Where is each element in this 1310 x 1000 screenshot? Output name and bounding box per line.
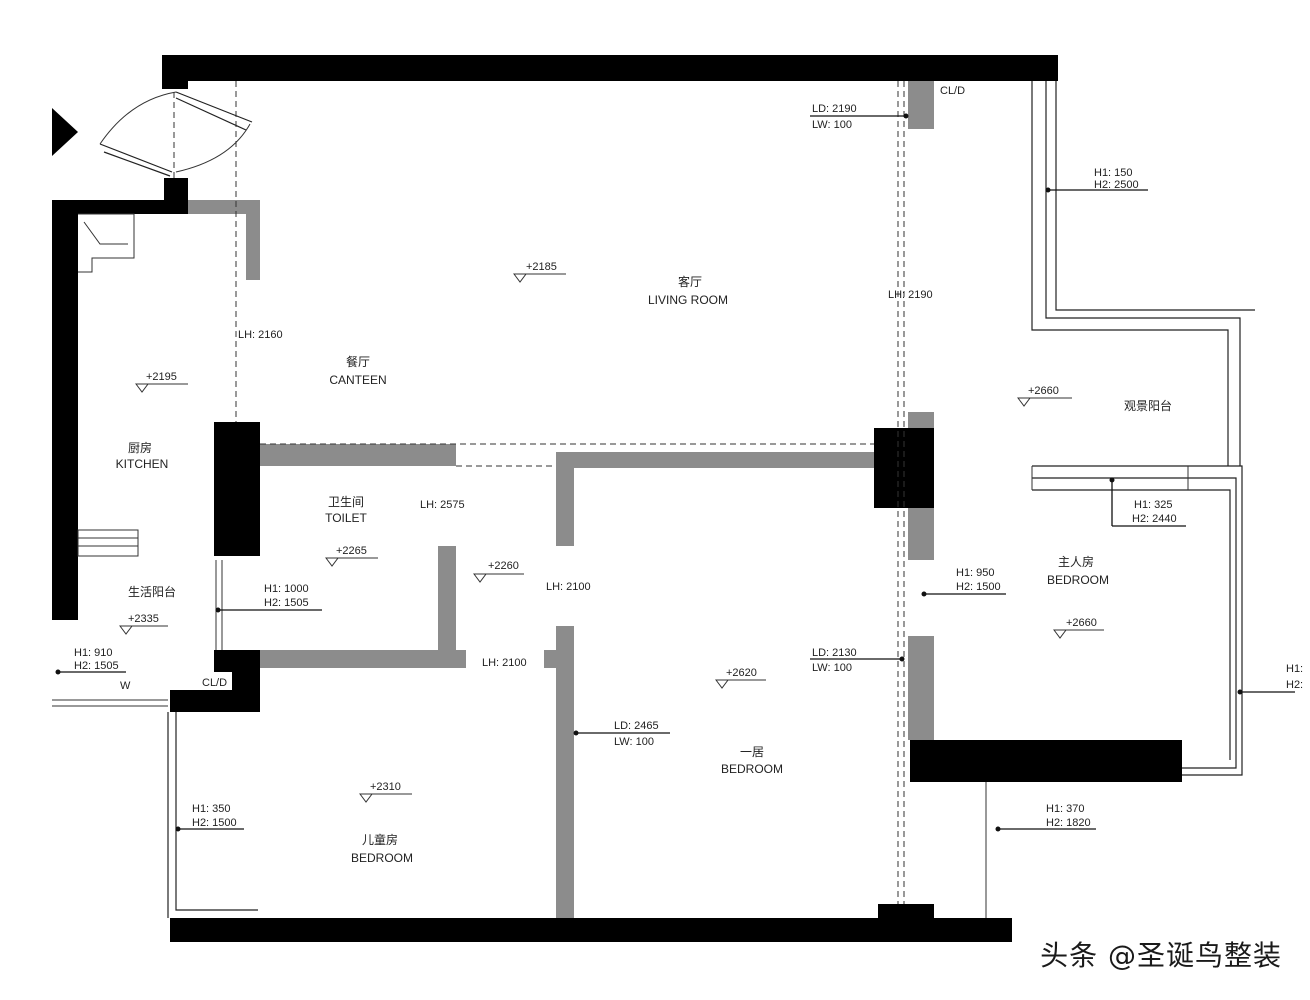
kids-bedroom-cn: 儿童房 [362,832,398,847]
dim-cld-b: CL/D [202,677,227,689]
dim-h2-2440: H2: 2440 [1132,513,1177,525]
dim-h2-1505-b: H2: 1505 [74,660,119,672]
dim-w: W [120,680,131,692]
dim-h2-1820: H2: 1820 [1046,817,1091,829]
dim-lh-2100-a: LH: 2100 [546,581,591,593]
leader-lines [55,113,1295,832]
room-labels: 客厅 LIVING ROOM +2185 餐厅 CANTEEN 厨房 KITCH… [116,261,1172,865]
dim-h1-910: H1: 910 [74,647,113,659]
toilet-en: TOILET [325,511,367,525]
master-bedroom-en: BEDROOM [1047,573,1109,587]
master-bedroom-cn: 主人房 [1058,554,1094,569]
dim-lw-100-a: LW: 100 [812,119,852,131]
dim-h2-1500-a: H2: 1500 [956,581,1001,593]
balcony-level: +2660 [1028,385,1059,397]
dim-h1-150: H1: 150 [1094,167,1133,179]
master-bedroom-level: +2660 [1066,617,1097,629]
dim-lh-2190: LH: 2190 [888,289,933,301]
door-swing-icon [99,91,253,177]
balcony-outline [52,81,1255,918]
living-room-cn: 客厅 [678,274,702,289]
balcony-cn: 观景阳台 [1124,398,1172,413]
bedroom-en: BEDROOM [721,762,783,776]
bedroom-cn: 一居 [740,745,764,759]
dimension-labels: LD: 2190 LW: 100 H1: 150 H2: 2500 LH: 21… [74,85,1303,829]
dim-lh-2160: LH: 2160 [238,329,283,341]
dim-lh-2100-b: LH: 2100 [482,657,527,669]
living-room-en: LIVING ROOM [648,293,728,307]
dim-lw-100-c: LW: 100 [812,662,852,674]
dim-h1-1000: H1: 1000 [264,583,309,595]
dim-ld-2190: LD: 2190 [812,103,857,115]
dim-h1-950: H1: 950 [956,567,995,579]
partition-walls [188,81,934,918]
dim-h2-cut: H2: [1286,679,1303,691]
level-mark-icon [119,273,1104,803]
utility-balcony-level: +2335 [128,613,159,625]
toilet-cn: 卫生间 [328,495,364,509]
dim-h2-1505-a: H2: 1505 [264,597,309,609]
dim-h1-cut: H1: [1286,663,1303,675]
dim-cld-a: CL/D [940,85,965,97]
living-room-level: +2185 [526,261,557,273]
dim-h1-370: H1: 370 [1046,803,1085,815]
kids-bedroom-level: +2310 [370,781,401,793]
dining-room-cn: 餐厅 [346,354,370,369]
kitchen-en: KITCHEN [116,457,169,471]
dim-ld-2465: LD: 2465 [614,720,659,732]
kitchen-level: +2195 [146,371,177,383]
dining-room-en: CANTEEN [329,373,386,387]
utility-balcony-cn: 生活阳台 [128,584,176,599]
kids-bedroom-en: BEDROOM [351,851,413,865]
dim-h1-325: H1: 325 [1134,499,1173,511]
kitchen-cn: 厨房 [128,440,152,455]
bedroom-level: +2620 [726,667,757,679]
structural-walls [52,55,1182,942]
dashed-lines [173,81,905,904]
toilet-level: +2265 [336,545,367,557]
dim-level-2260: +2260 [488,560,519,572]
dim-lw-100-b: LW: 100 [614,736,654,748]
watermark: 头条 @圣诞鸟整装 [1040,939,1282,972]
dim-h2-2500: H2: 2500 [1094,179,1139,191]
dim-ld-2130: LD: 2130 [812,647,857,659]
dim-lh-2575: LH: 2575 [420,499,465,511]
kitchen-counter [77,213,139,557]
dim-h2-1500-b: H2: 1500 [192,817,237,829]
entrance-arrow-icon [52,108,78,156]
dim-h1-350: H1: 350 [192,803,231,815]
